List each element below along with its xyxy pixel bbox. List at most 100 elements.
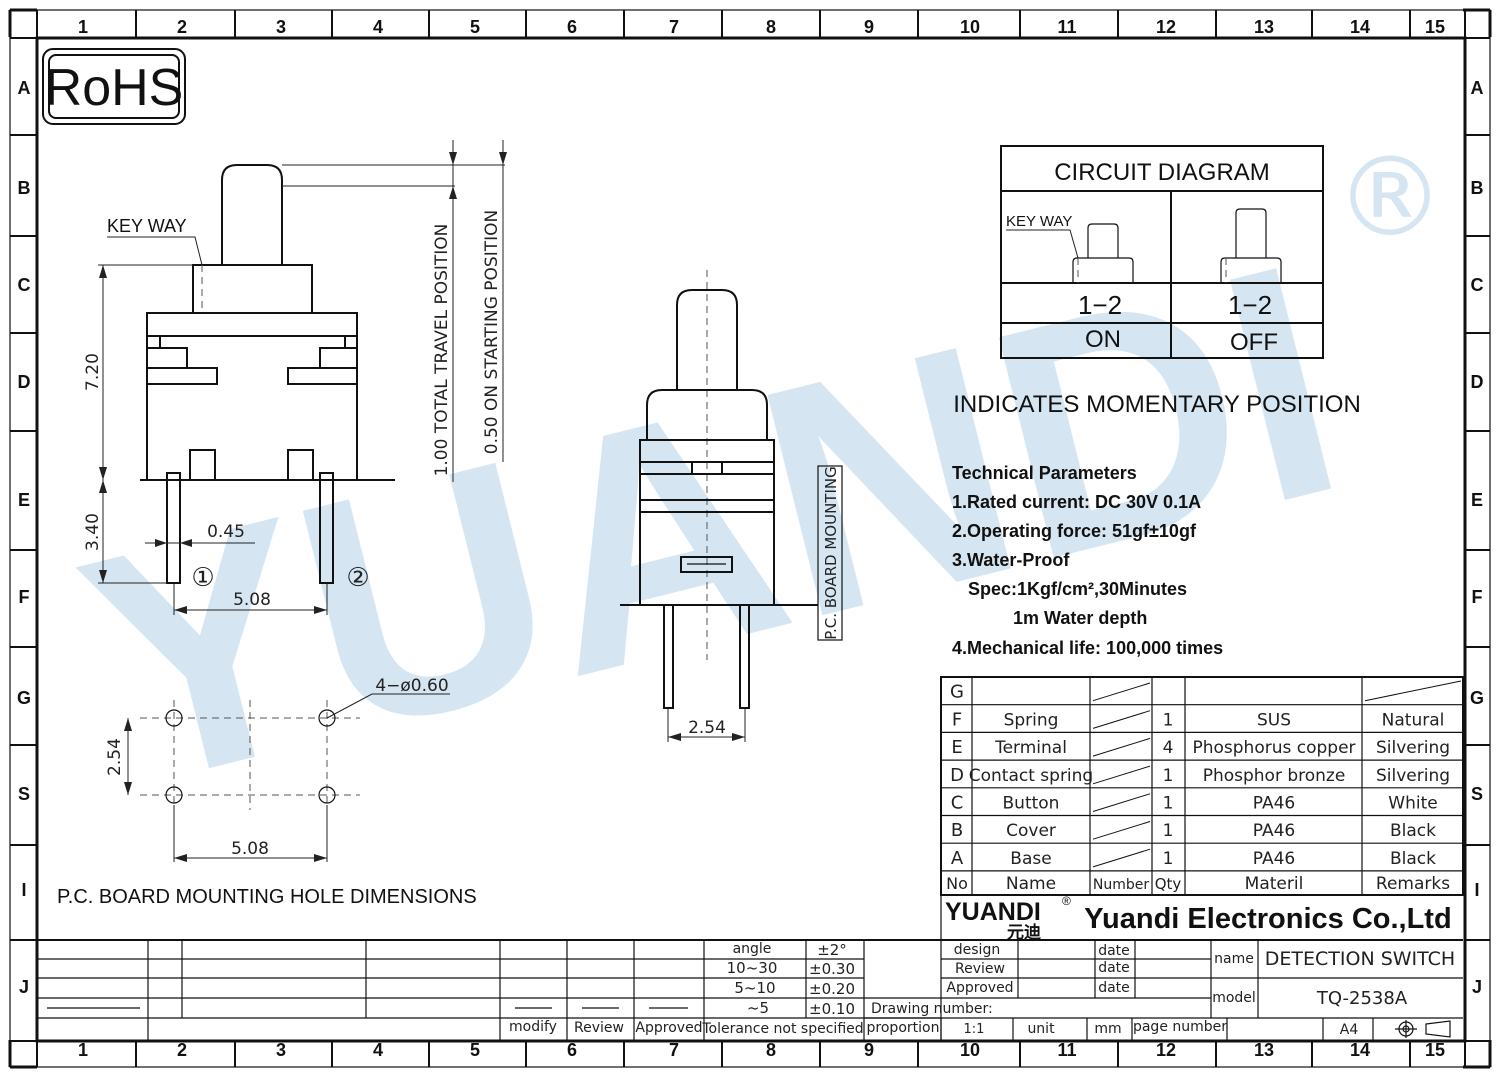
bom-cell-qty: 1 xyxy=(1163,821,1174,841)
sig-date: date xyxy=(1098,980,1130,996)
board-mounting-label: P.C. BOARD MOUNTING xyxy=(822,466,840,639)
dim-height-720: 7.20 xyxy=(83,353,103,391)
bom-cell-remarks: Black xyxy=(1390,849,1436,869)
rev-modify: modify xyxy=(509,1019,557,1035)
grid-col-label: 10 xyxy=(960,17,980,37)
grid-col-label: 9 xyxy=(864,17,874,37)
hole-dim-508: 5.08 xyxy=(231,839,269,859)
proportion-label: proportion xyxy=(867,1020,940,1036)
grid-col-label: 15 xyxy=(1425,17,1445,37)
bom-header-number: Number xyxy=(1093,877,1149,893)
grid-col-label: 5 xyxy=(470,1040,480,1060)
grid-row-label: B xyxy=(18,178,31,198)
side-dim-pitch-254: 2.54 xyxy=(688,718,726,738)
grid-col-label: 12 xyxy=(1156,1040,1176,1060)
grid-col-label: 6 xyxy=(567,1040,577,1060)
bom-cell-name: Base xyxy=(1010,849,1051,869)
bom-cell-no: G xyxy=(950,682,964,703)
grid-col-label: 1 xyxy=(78,17,88,37)
tol-range: angle xyxy=(733,941,772,957)
dim-pin-length-340: 3.40 xyxy=(83,513,103,551)
grid-col-label: 11 xyxy=(1057,17,1076,37)
bom-cell-remarks: Silvering xyxy=(1376,766,1450,786)
bom-header-no: No xyxy=(946,874,968,893)
bom-cell-material: Phosphor bronze xyxy=(1203,766,1346,786)
bom-cell-remarks: Black xyxy=(1390,821,1436,841)
grid-row-label: F xyxy=(1472,587,1483,607)
bom-header-material: Materil xyxy=(1245,874,1304,894)
grid-col-label: 5 xyxy=(470,17,480,37)
bom-cell-qty: 4 xyxy=(1163,738,1174,758)
grid-row-label: E xyxy=(1471,490,1483,510)
tech-line: 3.Water-Proof xyxy=(952,550,1070,570)
front-key-way-label: KEY WAY xyxy=(107,216,187,236)
tech-line: 1m Water depth xyxy=(1013,608,1147,628)
grid-col-label: 13 xyxy=(1254,17,1274,37)
bom-cell-name: Contact spring xyxy=(969,766,1093,786)
grid-col-label: 7 xyxy=(669,17,679,37)
unit-label: unit xyxy=(1027,1021,1055,1037)
grid-col-label: 12 xyxy=(1156,17,1176,37)
grid-col-label: 1 xyxy=(78,1040,88,1060)
bom-cell-material: SUS xyxy=(1257,710,1291,730)
rohs-text: RoHS xyxy=(45,59,184,117)
company-banner: YUANDI ® 元迪 Yuandi Electronics Co.,Ltd xyxy=(940,894,1452,942)
projection-symbol-icon xyxy=(1395,1020,1451,1038)
paper-size: A4 xyxy=(1340,1022,1359,1038)
grid-row-label: J xyxy=(1472,977,1482,997)
grid-col-label: 8 xyxy=(766,1040,776,1060)
grid-row-label: C xyxy=(18,275,31,295)
bom-cell-no: E xyxy=(951,737,962,758)
tol-value: ±0.10 xyxy=(809,1000,855,1018)
tol-label: Tolerance not specified xyxy=(701,1021,863,1037)
grid-row-label: C xyxy=(1471,275,1484,295)
rev-review: Review xyxy=(574,1020,624,1036)
circuit-key-way: KEY WAY xyxy=(1006,213,1072,230)
drawing-number-label: Drawing number: xyxy=(871,1001,993,1017)
company-logo-reg: ® xyxy=(1062,894,1071,908)
tech-line: Spec:1Kgf/cm²,30Minutes xyxy=(968,579,1187,599)
title-block: angle ±2° 10~30 ±0.30 5~10 ±0.20 ~5 ±0.1… xyxy=(37,939,1463,1041)
bom-cell-no: D xyxy=(950,765,964,786)
grid-col-label: 13 xyxy=(1254,1040,1274,1060)
tech-line: 2.Operating force: 51gf±10gf xyxy=(952,521,1197,541)
sheet-border xyxy=(8,8,1492,1069)
circuit-on-contacts: 1−2 xyxy=(1078,290,1122,320)
grid-col-label: 3 xyxy=(276,1040,286,1060)
bom-header-remarks: Remarks xyxy=(1376,874,1450,894)
grid-row-label: E xyxy=(18,490,30,510)
grid-row-label: I xyxy=(21,880,26,900)
sig-date: date xyxy=(1098,960,1130,976)
grid-col-label: 8 xyxy=(766,17,776,37)
grid-col-label: 9 xyxy=(864,1040,874,1060)
tol-range: 10~30 xyxy=(727,959,778,977)
circuit-diagram: CIRCUIT DIAGRAM KEY WAY 1−2 ON 1−2 OFF I… xyxy=(953,145,1361,418)
scale-value: 1:1 xyxy=(964,1022,985,1037)
grid-col-label: 4 xyxy=(373,1040,383,1060)
bom-cell-material: PA46 xyxy=(1253,849,1295,869)
tol-value: ±0.20 xyxy=(809,980,855,998)
grid-row-label: I xyxy=(1474,880,1479,900)
grid-row-label: A xyxy=(18,78,31,98)
tol-value: ±2° xyxy=(817,941,847,959)
tol-value: ±0.30 xyxy=(809,960,855,978)
bom-cell-name: Button xyxy=(1003,794,1060,814)
company-logo-cn: 元迪 xyxy=(1007,922,1041,942)
grid-row-label: G xyxy=(1470,688,1484,708)
company-name: Yuandi Electronics Co.,Ltd xyxy=(1084,903,1451,935)
circuit-off-state: OFF xyxy=(1230,329,1278,356)
side-view: P.C. BOARD MOUNTING 2.54 xyxy=(620,270,843,742)
tech-line: 1.Rated current: DC 30V 0.1A xyxy=(952,492,1201,512)
tech-title: Technical Parameters xyxy=(952,463,1137,483)
unit-value: mm xyxy=(1094,1021,1121,1037)
company-logo: YUANDI xyxy=(945,898,1041,926)
grid-row-label: F xyxy=(19,587,30,607)
bom-cell-material: Phosphorus copper xyxy=(1192,738,1355,758)
grid-row-label: S xyxy=(18,784,30,804)
front-view: KEY WAY 7.20 3.40 0.45 ① ② 5.08 1.00 TOT… xyxy=(83,140,507,615)
part-name: DETECTION SWITCH xyxy=(1265,948,1455,970)
dim-pitch-508: 5.08 xyxy=(233,590,271,610)
grid-col-label: 2 xyxy=(177,17,187,37)
bom-cell-remarks: White xyxy=(1388,794,1437,814)
